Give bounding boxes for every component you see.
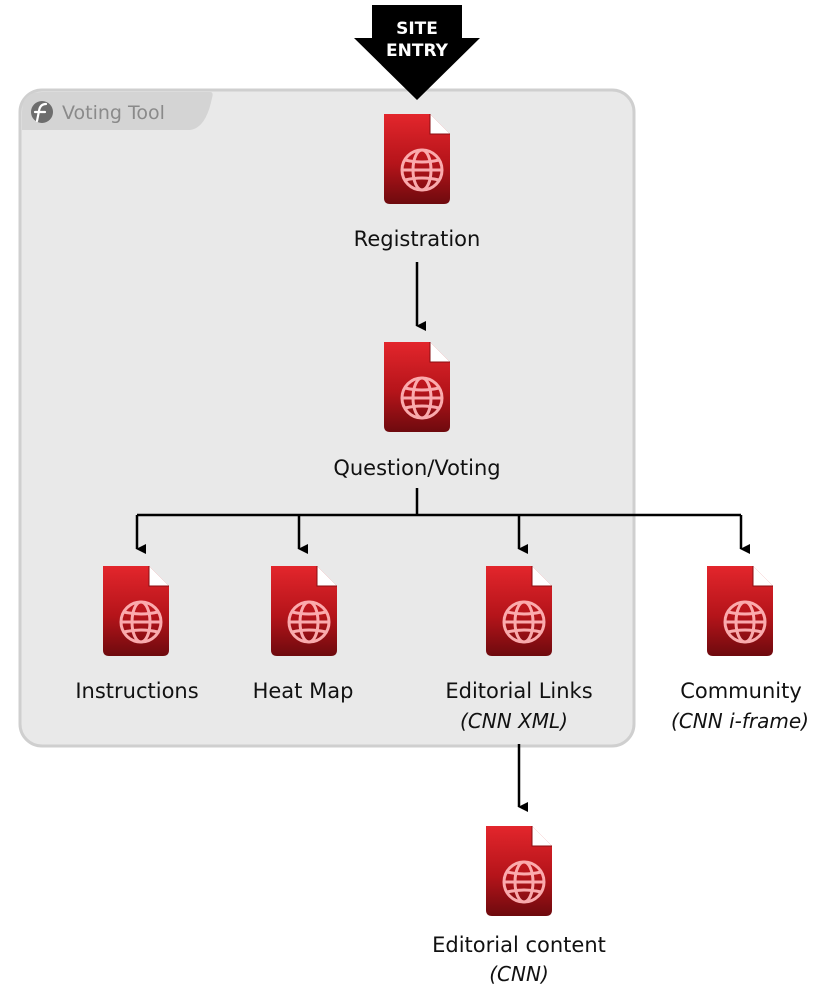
node-community[interactable]: Community (CNN i-frame): [671, 564, 809, 733]
connectors: [135, 262, 750, 812]
node-registration[interactable]: Registration: [354, 112, 481, 251]
zone-label: Voting Tool: [62, 102, 165, 124]
node-editorial-links[interactable]: Editorial Links (CNN XML): [445, 564, 593, 733]
node-label: Editorial Links: [445, 679, 592, 703]
node-label: Question/Voting: [333, 456, 500, 480]
node-heat-map[interactable]: Heat Map: [253, 564, 354, 703]
site-entry-arrow: SITE ENTRY: [354, 5, 480, 100]
node-sublabel: (CNN): [489, 962, 549, 986]
node-sublabel: (CNN XML): [460, 709, 568, 733]
flash-icon: [31, 101, 53, 123]
node-instructions[interactable]: Instructions: [75, 564, 199, 703]
node-label: Instructions: [75, 679, 198, 703]
node-label: Editorial content: [432, 933, 606, 957]
entry-label-line2: ENTRY: [386, 41, 449, 61]
web-page-icon: [101, 564, 171, 658]
node-sublabel: (CNN i-frame): [671, 709, 809, 733]
web-page-icon: [484, 824, 554, 918]
web-page-icon: [382, 340, 452, 434]
web-page-icon: [382, 112, 452, 206]
node-editorial-content[interactable]: Editorial content (CNN): [432, 824, 606, 986]
web-page-icon: [269, 564, 339, 658]
node-label: Registration: [354, 227, 481, 251]
web-page-icon: [705, 564, 775, 658]
node-question-voting[interactable]: Question/Voting: [333, 340, 501, 480]
node-label: Community: [680, 679, 802, 703]
voting-tool-zone: Voting Tool: [18, 88, 636, 748]
entry-label-line1: SITE: [396, 19, 438, 39]
node-label: Heat Map: [253, 679, 354, 703]
web-page-icon: [484, 564, 554, 658]
